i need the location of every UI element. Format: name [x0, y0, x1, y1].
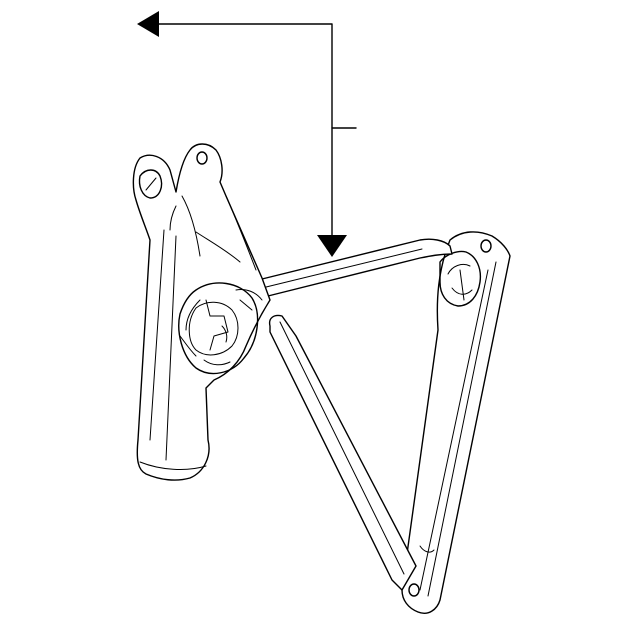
arrowhead-left-icon	[137, 11, 159, 37]
upper-arm	[257, 238, 453, 297]
guide-rail	[401, 231, 511, 614]
lower-arm	[268, 314, 417, 591]
callout-leader	[137, 11, 357, 257]
mount-hole	[480, 239, 492, 253]
mount-hole	[196, 151, 208, 165]
arrowhead-down-icon	[317, 235, 347, 257]
leader-line	[157, 23, 333, 237]
mount-hole	[408, 583, 420, 597]
regulator-body	[132, 143, 271, 481]
